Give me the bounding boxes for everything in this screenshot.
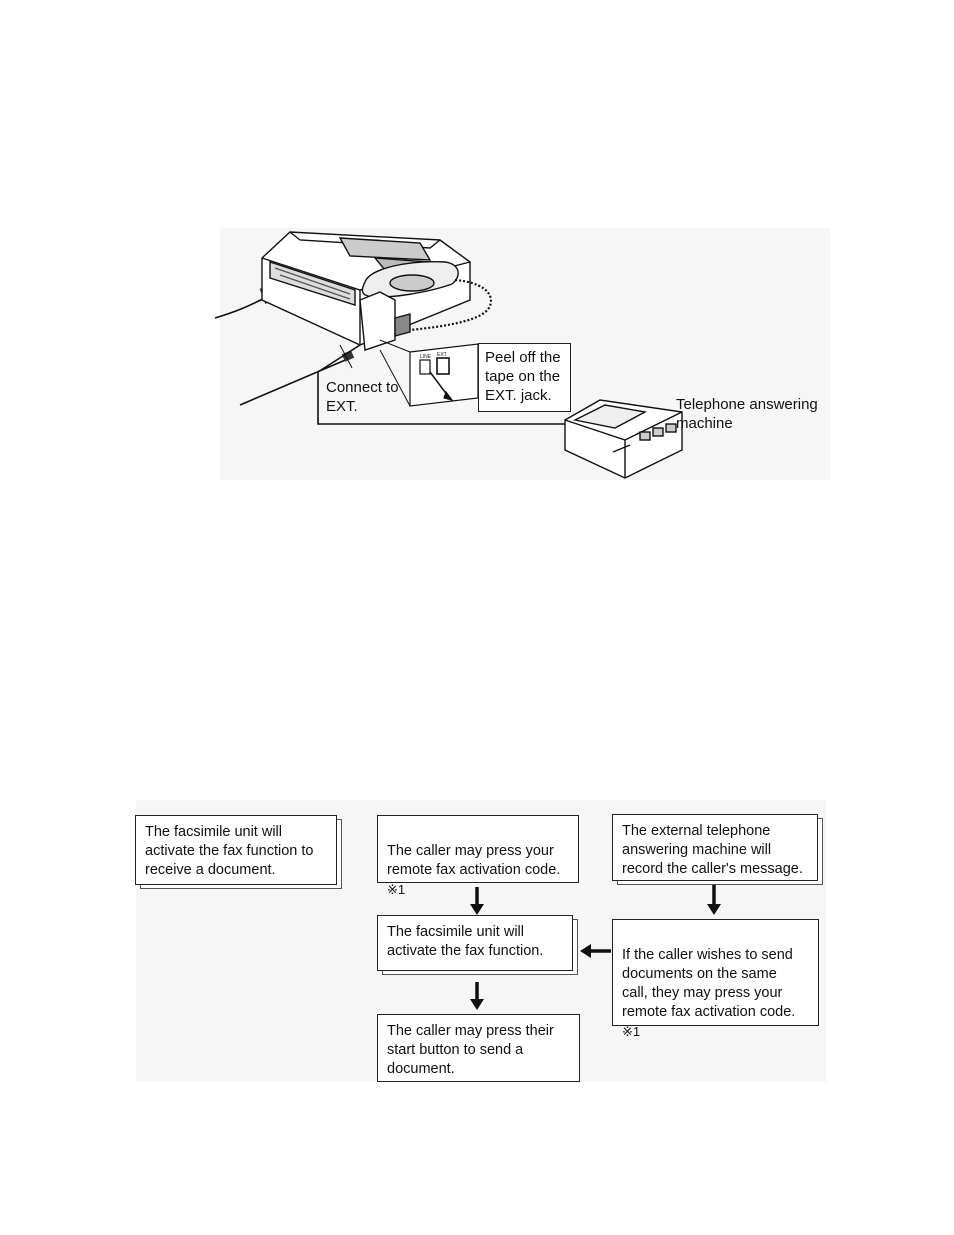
line-cord: [239, 357, 351, 406]
answering-machine-label: Telephone answering machine: [676, 396, 818, 432]
answering-machine: [564, 399, 683, 479]
box-caller-press-code: The caller may press your remote fax act…: [377, 815, 579, 897]
ext-cord: [317, 344, 570, 425]
connect-pointer: [339, 344, 353, 369]
handset-cord: [409, 278, 493, 332]
arrow-down-1: [470, 887, 484, 915]
peel-tape-callout: Peel off the tape on the EXT. jack.: [478, 343, 571, 412]
arrow-down-3: [470, 982, 484, 1010]
arrow-down-2: [707, 885, 721, 915]
note-marker: ※1: [387, 882, 406, 897]
note-marker: ※1: [622, 1024, 641, 1039]
box-fax-receive: The facsimile unit will activate the fax…: [135, 815, 337, 885]
jack-label-line: LINE: [420, 354, 432, 360]
box-fax-activate: The facsimile unit will activate the fax…: [377, 915, 573, 971]
box-caller-press-code-text: The caller may press your remote fax act…: [387, 843, 561, 878]
line-plug: [341, 350, 355, 362]
box-caller-wishes: If the caller wishes to send documents o…: [612, 919, 819, 1039]
box-caller-wishes-text: If the caller wishes to send documents o…: [622, 947, 796, 1020]
box-caller-start: The caller may press their start button …: [377, 1014, 580, 1082]
jack-label-ext: EXT: [437, 352, 447, 358]
box-tam-record: The external telephone answering machine…: [612, 814, 818, 881]
fax-machine: [261, 231, 471, 351]
connect-to-ext-label: Connect to EXT.: [326, 379, 399, 415]
peel-tape-text: Peel off the tape on the EXT. jack.: [485, 349, 561, 404]
arrow-left: [580, 944, 611, 958]
